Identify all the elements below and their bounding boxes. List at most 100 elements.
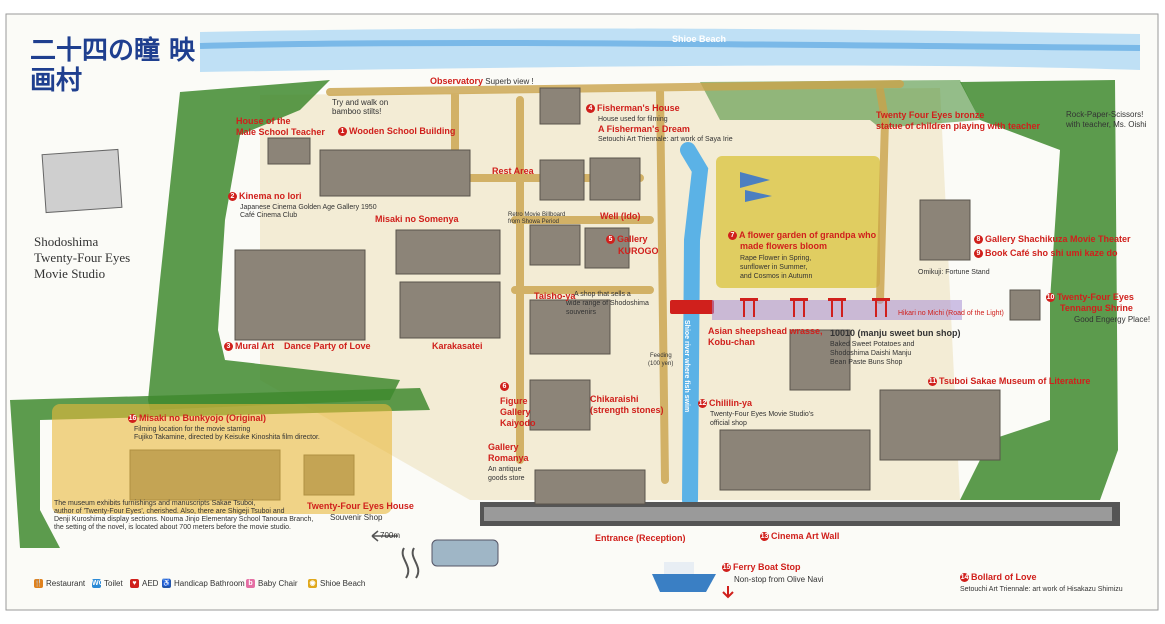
romanya-note-2: goods store (488, 475, 525, 482)
dance-party-name[interactable]: Dance Party of Love (284, 341, 371, 351)
misaki-somenya-name[interactable]: Misaki no Somenya (375, 214, 459, 224)
asian-wrasse-name-2[interactable]: Kobu-chan (708, 337, 755, 347)
kinema-note-1: Japanese Cinema Golden Age Gallery 1950 (240, 204, 377, 211)
figure-gallery-label[interactable]: 6 (500, 382, 511, 392)
rock-paper-scissors-2: with teacher, Ms. Oishi (1066, 120, 1147, 129)
bamboo-stilts-2: bamboo stilts! (332, 107, 382, 116)
chililin-note-2: official shop (710, 420, 747, 427)
distance-arrow (371, 530, 398, 542)
distance-label: 700m (380, 531, 401, 540)
river-name: Shioe river where fish swim (683, 320, 690, 413)
manju-name[interactable]: 10010 (manju sweet bun shop) (830, 328, 961, 338)
ferry-cabin (664, 562, 694, 574)
ferry-note: Non-stop from Olive Navi (734, 575, 824, 584)
taisho-ya-note-3: souvenirs (566, 309, 596, 316)
ferry-boat (652, 574, 716, 592)
flower-garden-field (716, 156, 880, 288)
rock-paper-scissors-1: Rock-Paper-Scissors! (1066, 110, 1144, 119)
logo-text: 二十四の瞳 映画村 (30, 36, 196, 96)
studio-title: Shodoshima Twenty-Four Eyes Movie Studio (34, 234, 130, 282)
romanya-name-2[interactable]: Romanya (488, 453, 529, 463)
legend-camera: ◉Shioe Beach (308, 579, 365, 588)
flower-garden-note-1: Rape Flower in Spring, (740, 255, 812, 262)
chikaraishi-name-1[interactable]: Chikaraishi (590, 394, 639, 404)
fishermans-house-note: House used for filming (598, 116, 668, 123)
number-badge: 10 (1046, 293, 1055, 303)
figure-gallery-name-1[interactable]: Figure (500, 396, 528, 406)
chililin-note-1: Twenty-Four Eyes Movie Studio's (710, 411, 814, 418)
figure-gallery-name-2[interactable]: Gallery (500, 407, 531, 417)
gallery-kurogo-name-2[interactable]: KUROGO (618, 246, 659, 256)
male-teacher-name-2[interactable]: Male School Teacher (236, 127, 325, 137)
legend-label: Restaurant (46, 579, 86, 588)
bronze-statue-name-2[interactable]: statue of children playing with teacher (876, 121, 1041, 131)
baby-chair-icon: b (246, 579, 255, 588)
karakasatei-name[interactable]: Karakasatei (432, 341, 483, 351)
manju-note-3: Bean Paste Buns Shop (830, 359, 903, 366)
river (680, 142, 709, 508)
well-name[interactable]: Well (Ido) (600, 211, 641, 221)
rest-area-name[interactable]: Rest Area (492, 166, 534, 176)
legend-label: Baby Chair (258, 579, 298, 588)
fishermans-dream-name[interactable]: A Fisherman's Dream (598, 124, 690, 134)
tfe-house-name[interactable]: Twenty-Four Eyes House (307, 501, 414, 511)
book-cafe-name: Book Café sho shi umi kaze do (985, 248, 1118, 258)
flower-garden-name-2[interactable]: made flowers bloom (740, 241, 828, 251)
ferry-arrow (722, 586, 734, 599)
omikuji-name[interactable]: Omikuji: Fortune Stand (918, 269, 990, 276)
tsuboi-museum-name: Tsuboi Sakae Museum of Literature (939, 376, 1091, 386)
romanya-name-1[interactable]: Gallery (488, 442, 519, 452)
number-badge: 13 (760, 532, 769, 542)
number-badge: 5 (606, 235, 615, 245)
manju-note-1: Baked Sweet Potatoes and (830, 341, 915, 348)
flower-garden-note-2: sunflower in Summer, (740, 264, 808, 271)
road-curve (401, 547, 420, 579)
figure-gallery-name-3[interactable]: Kaiyodo (500, 418, 536, 428)
gallery-kurogo-name-1: Gallery (617, 234, 648, 244)
hikari-name[interactable]: Hikari no Michi (Road of the Light) (898, 310, 1004, 317)
wheelchair-icon: ♿ (162, 579, 171, 588)
legend-label: Handicap Bathroom (174, 579, 245, 588)
studio-title-line-3: Movie Studio (34, 266, 106, 281)
male-teacher-name-1[interactable]: House of the (236, 116, 291, 126)
romanya-note-1: An antique (488, 466, 522, 473)
chikaraishi-name-2[interactable]: (strength stones) (590, 405, 664, 415)
mural-art-name: Mural Art (235, 341, 275, 351)
museum-note-line-2: author of 'Twenty-Four Eyes', cherished.… (54, 508, 285, 515)
number-badge: 9 (974, 249, 983, 259)
hedge-bottom-left (10, 388, 430, 548)
observatory-label[interactable]: Observatory Superb view ! (430, 76, 534, 86)
retro-movie-2: from Showa Period (508, 219, 560, 225)
legend-handicap: ♿Handicap Bathroom (162, 579, 245, 588)
asian-wrasse-name-1[interactable]: Asian sheepshead wrasse, (708, 326, 823, 336)
museum-note: The museum exhibits furnishings and manu… (54, 500, 313, 532)
number-badge: 16 (128, 414, 137, 424)
main-path (326, 80, 904, 484)
bunkyojo-panel (52, 404, 392, 514)
bollard-note: Setouchi Art Triennale: art work of Hisa… (960, 586, 1123, 593)
bronze-statue-name-1[interactable]: Twenty Four Eyes bronze (876, 110, 985, 120)
beach-label: Shioe Beach (672, 34, 727, 44)
entrance-name[interactable]: Entrance (Reception) (595, 533, 686, 543)
toilet-icon: WC (92, 579, 104, 588)
taisho-ya-name[interactable]: Taisho-ya (534, 291, 576, 301)
observatory-note: Superb view ! (485, 77, 534, 86)
tennangu-name-2[interactable]: Tennangu Shrine (1060, 303, 1133, 313)
number-badge: 2 (228, 192, 237, 202)
legend-label: AED (142, 579, 159, 588)
